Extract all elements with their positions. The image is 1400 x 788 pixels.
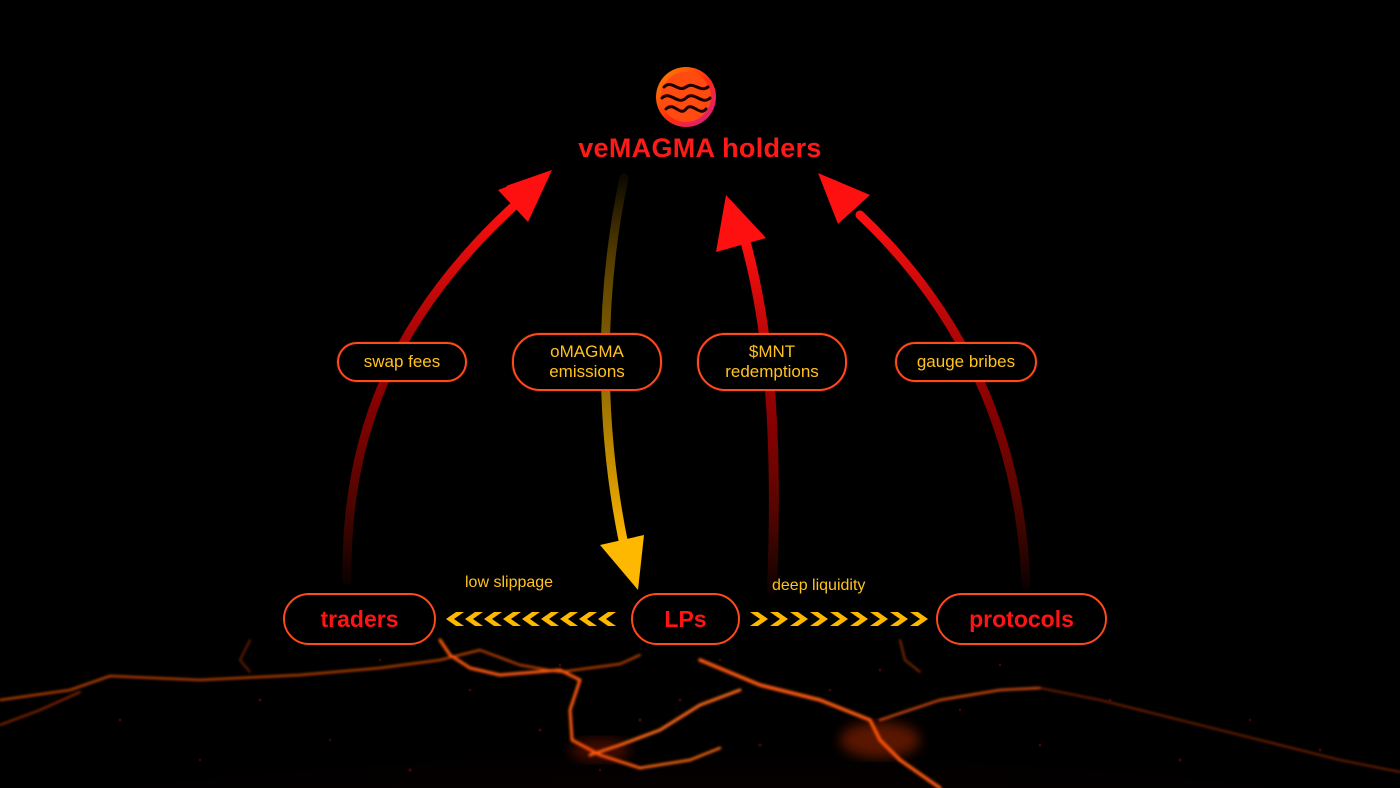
node-protocols: protocols: [936, 593, 1107, 645]
pill-mnt-line2: redemptions: [725, 362, 819, 381]
node-traders: traders: [283, 593, 436, 645]
diagram-title: veMAGMA holders: [578, 133, 822, 163]
arrow-mnt-redemptions: [716, 195, 779, 595]
pill-swap-fees: swap fees: [337, 342, 467, 382]
pill-mnt-redemptions: $MNT redemptions: [697, 333, 847, 391]
pill-omagma-emissions: oMAGMA emissions: [512, 333, 662, 391]
chevrons-low-slippage: [446, 612, 616, 626]
node-lps: LPs: [631, 593, 740, 645]
pill-omagma-line2: emissions: [549, 362, 625, 381]
magma-logo-icon: [656, 67, 716, 127]
node-lps-label: LPs: [664, 605, 707, 632]
label-deep-liquidity: deep liquidity: [772, 577, 866, 594]
arrow-swap-fees: [342, 170, 552, 585]
pill-mnt-line1: $MNT: [748, 342, 796, 361]
pill-gauge-bribes-label: gauge bribes: [916, 352, 1016, 371]
label-low-slippage: low slippage: [465, 574, 554, 591]
chevrons-deep-liquidity: [750, 612, 928, 626]
node-protocols-label: protocols: [969, 605, 1074, 632]
pill-omagma-line1: oMAGMA: [550, 342, 624, 361]
pill-swap-fees-label: swap fees: [363, 352, 441, 371]
pill-gauge-bribes: gauge bribes: [895, 342, 1037, 382]
node-traders-label: traders: [320, 605, 399, 632]
